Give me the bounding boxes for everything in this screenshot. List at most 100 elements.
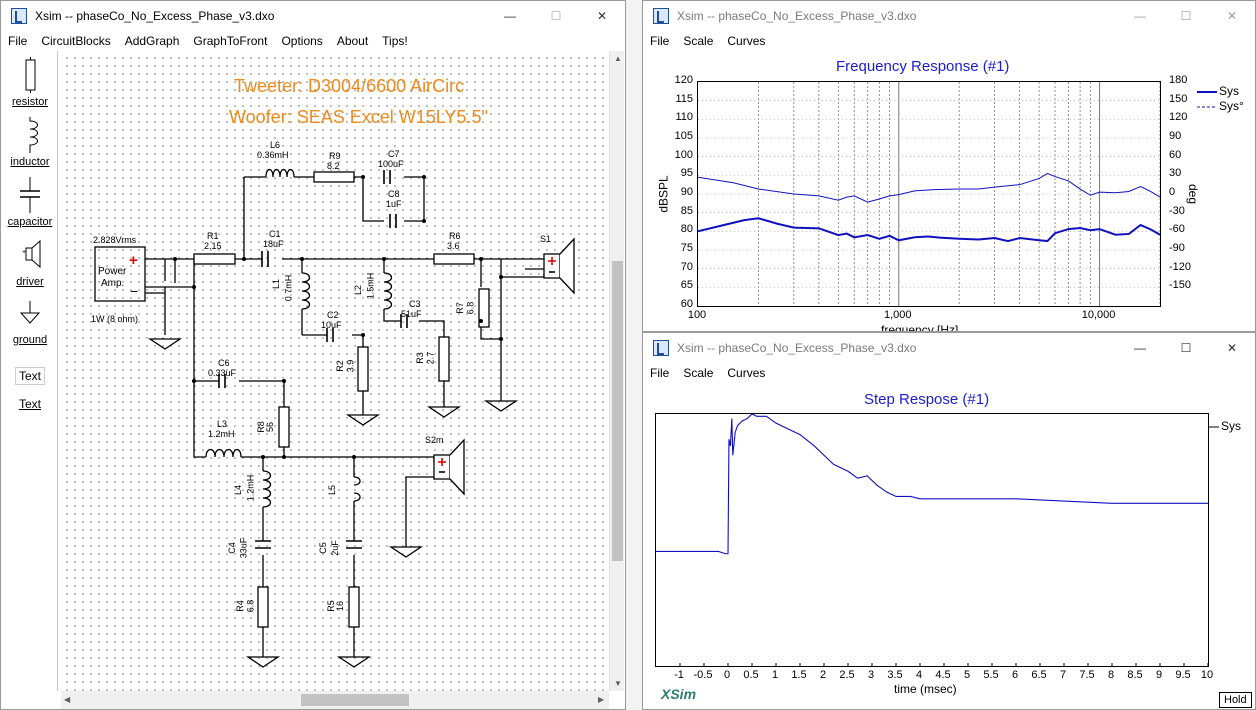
scroll-down-arrow[interactable]: ▼ xyxy=(614,679,622,688)
main-titlebar[interactable]: Xsim -- phaseCo_No_Excess_Phase_v3.dxo —… xyxy=(1,1,625,31)
scroll-up-arrow[interactable]: ▲ xyxy=(614,54,622,63)
palette-inductor[interactable]: inductor xyxy=(2,117,58,168)
inductor-L1[interactable] xyxy=(301,272,311,310)
step-xlabel: time (msec) xyxy=(894,682,957,696)
x-tick-label: 1.5 xyxy=(791,669,807,681)
menu-file[interactable]: File xyxy=(8,34,28,48)
menu-addgraph[interactable]: AddGraph xyxy=(124,34,180,48)
x-tick-label: 7.5 xyxy=(1079,669,1095,681)
canvas-horizontal-scrollbar[interactable]: ◀ ▶ xyxy=(61,691,609,709)
canvas-vertical-scrollbar[interactable]: ▲ ▼ xyxy=(609,51,624,691)
x-tick-label: 6.5 xyxy=(1031,669,1047,681)
label-L6-name: L6 xyxy=(270,140,281,150)
menu-curves[interactable]: Curves xyxy=(727,366,766,380)
resistor-R8[interactable] xyxy=(278,406,290,448)
inductor-L6[interactable] xyxy=(265,168,295,178)
capacitor-C7[interactable] xyxy=(383,170,391,184)
heading-woofer[interactable]: Woofer: SEAS Excel W15LY5.5" xyxy=(229,107,488,127)
menu-about[interactable]: About xyxy=(336,34,369,48)
close-button[interactable]: ✕ xyxy=(1226,9,1238,23)
close-button[interactable]: ✕ xyxy=(596,9,608,23)
scroll-left-arrow[interactable]: ◀ xyxy=(64,695,71,704)
y-tick-label: 65 xyxy=(680,279,693,292)
minimize-button[interactable]: — xyxy=(1134,341,1146,355)
palette-resistor[interactable]: resistor xyxy=(2,57,58,108)
scroll-right-arrow[interactable]: ▶ xyxy=(598,695,605,704)
horizontal-scroll-thumb[interactable] xyxy=(301,694,409,706)
power-amp-box[interactable] xyxy=(94,246,146,302)
resistor-R5[interactable] xyxy=(348,586,360,628)
close-button[interactable]: ✕ xyxy=(1226,341,1238,355)
capacitor-C4[interactable] xyxy=(255,540,271,549)
capacitor-C3[interactable] xyxy=(400,314,408,328)
inductor-L5[interactable] xyxy=(353,476,361,502)
menu-file[interactable]: File xyxy=(650,34,670,48)
palette-ground[interactable]: ground xyxy=(2,301,58,346)
label-C4-value: 33uF xyxy=(238,537,249,559)
y2-tick-label: 90 xyxy=(1169,130,1182,142)
inductor-L2[interactable] xyxy=(383,272,393,310)
palette-capacitor[interactable]: capacitor xyxy=(2,177,58,228)
label-R1-value: 2.15 xyxy=(204,241,222,251)
minimize-button[interactable]: — xyxy=(504,9,516,23)
x-tick-label: 2 xyxy=(819,669,827,681)
ground-symbol xyxy=(426,406,462,418)
main-window[interactable]: Xsim -- phaseCo_No_Excess_Phase_v3.dxo —… xyxy=(0,0,626,710)
label-R2: R2 xyxy=(334,360,345,372)
menu-graphtofront[interactable]: GraphToFront xyxy=(193,34,268,48)
x-tick-label: 4.5 xyxy=(935,669,951,681)
palette-text-boxed[interactable]: Text xyxy=(2,367,58,385)
label-C3-name: C3 xyxy=(409,299,421,309)
freq-menubar: File Scale Curves xyxy=(643,31,1255,51)
label-C7-name: C7 xyxy=(388,149,400,159)
step-plot-area[interactable] xyxy=(655,413,1209,667)
menu-scale[interactable]: Scale xyxy=(683,34,714,48)
resistor-R7[interactable] xyxy=(478,288,490,328)
x-tick-label: 0.5 xyxy=(743,669,759,681)
ground-symbol xyxy=(388,546,424,558)
menu-circuitblocks[interactable]: CircuitBlocks xyxy=(41,34,111,48)
minimize-button[interactable]: — xyxy=(1134,9,1146,23)
capacitor-C6[interactable] xyxy=(218,374,226,388)
capacitor-C5[interactable] xyxy=(346,540,362,549)
resistor-R2[interactable] xyxy=(357,346,369,392)
menu-scale[interactable]: Scale xyxy=(683,366,714,380)
menu-tips[interactable]: Tips! xyxy=(382,34,408,48)
speaker-S1[interactable] xyxy=(543,237,575,295)
vertical-scroll-thumb[interactable] xyxy=(612,261,623,561)
maximize-button[interactable]: ☐ xyxy=(1180,341,1192,355)
resistor-R4[interactable] xyxy=(257,586,269,628)
source-minus: − xyxy=(130,283,139,299)
inductor-L3[interactable] xyxy=(205,448,242,458)
label-C8-name: C8 xyxy=(388,189,400,199)
capacitor-C2[interactable] xyxy=(326,328,334,342)
maximize-button[interactable]: ☐ xyxy=(550,9,562,23)
resistor-R1[interactable] xyxy=(193,253,236,265)
step-window[interactable]: Xsim -- phaseCo_No_Excess_Phase_v3.dxo —… xyxy=(642,332,1256,710)
speaker-S2m[interactable] xyxy=(433,438,465,496)
palette-text[interactable]: Text xyxy=(18,397,41,411)
label-R1-name: R1 xyxy=(207,231,219,241)
ground-symbol xyxy=(147,338,183,350)
maximize-button[interactable]: ☐ xyxy=(1180,9,1192,23)
hold-button[interactable]: Hold xyxy=(1219,692,1252,708)
palette-driver[interactable]: + driver xyxy=(2,239,58,288)
freq-titlebar[interactable]: Xsim -- phaseCo_No_Excess_Phase_v3.dxo —… xyxy=(643,1,1255,31)
inductor-L4[interactable] xyxy=(262,470,272,508)
menu-curves[interactable]: Curves xyxy=(727,34,766,48)
menu-file[interactable]: File xyxy=(650,366,670,380)
resistor-R3[interactable] xyxy=(438,336,450,382)
step-titlebar[interactable]: Xsim -- phaseCo_No_Excess_Phase_v3.dxo —… xyxy=(643,333,1255,363)
resistor-R9[interactable] xyxy=(313,171,355,183)
menu-options[interactable]: Options xyxy=(281,34,323,48)
capacitor-C1[interactable] xyxy=(261,251,269,267)
y2-tick-label: 30 xyxy=(1169,167,1182,180)
capacitor-C8[interactable] xyxy=(389,214,397,228)
resistor-R6[interactable] xyxy=(433,253,475,265)
freq-plot-area[interactable] xyxy=(697,81,1161,307)
schematic-canvas[interactable]: Tweeter: D3004/6600 AirCirc Woofer: SEAS… xyxy=(61,51,609,691)
heading-tweeter[interactable]: Tweeter: D3004/6600 AirCirc xyxy=(234,76,465,96)
label-C3-value: 51uF xyxy=(401,309,422,319)
ground-symbol xyxy=(483,400,519,412)
freq-window[interactable]: Xsim -- phaseCo_No_Excess_Phase_v3.dxo —… xyxy=(642,0,1256,332)
